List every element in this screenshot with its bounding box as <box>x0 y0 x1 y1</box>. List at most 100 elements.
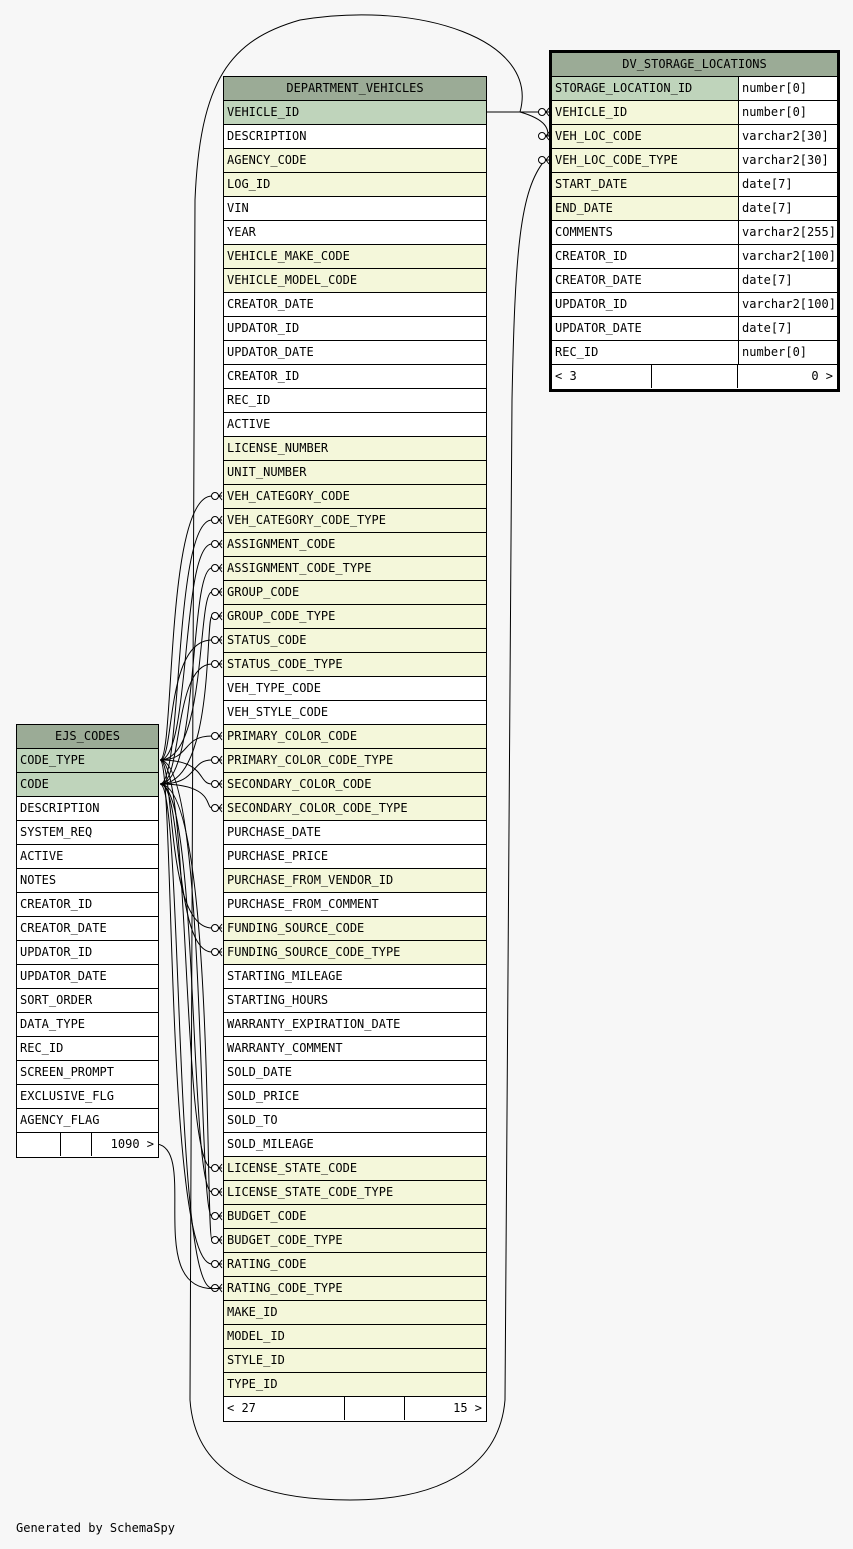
column-row[interactable]: CODE_TYPE <box>17 749 158 773</box>
column-row[interactable]: TYPE_ID <box>224 1373 486 1397</box>
column-row[interactable]: STARTING_HOURS <box>224 989 486 1013</box>
column-row[interactable]: CODE <box>17 773 158 797</box>
column-row[interactable]: ASSIGNMENT_CODE_TYPE <box>224 557 486 581</box>
column-row[interactable]: YEAR <box>224 221 486 245</box>
children-count[interactable]: 1090 > <box>110 1137 154 1151</box>
column-row[interactable]: UNIT_NUMBER <box>224 461 486 485</box>
column-row[interactable]: STARTING_MILEAGE <box>224 965 486 989</box>
column-row[interactable]: ASSIGNMENT_CODE <box>224 533 486 557</box>
column-row[interactable]: DESCRIPTION <box>17 797 158 821</box>
column-row[interactable]: REC_ID <box>17 1037 158 1061</box>
column-row[interactable]: VEH_STYLE_CODE <box>224 701 486 725</box>
column-row[interactable]: SOLD_TO <box>224 1109 486 1133</box>
column-row[interactable]: STATUS_CODE <box>224 629 486 653</box>
column-row[interactable]: FUNDING_SOURCE_CODE <box>224 917 486 941</box>
column-row[interactable]: SORT_ORDER <box>17 989 158 1013</box>
column-row[interactable]: ACTIVE <box>17 845 158 869</box>
column-row[interactable]: DATA_TYPE <box>17 1013 158 1037</box>
column-row[interactable]: SCREEN_PROMPT <box>17 1061 158 1085</box>
column-row[interactable]: WARRANTY_EXPIRATION_DATE <box>224 1013 486 1037</box>
column-type: date[7] <box>738 173 837 196</box>
column-row[interactable]: SOLD_MILEAGE <box>224 1133 486 1157</box>
column-row[interactable]: ACTIVE <box>224 413 486 437</box>
parents-count[interactable]: < 27 <box>224 1397 345 1420</box>
column-row[interactable]: LICENSE_STATE_CODE <box>224 1157 486 1181</box>
parents-count[interactable] <box>17 1133 61 1156</box>
column-row[interactable]: PURCHASE_DATE <box>224 821 486 845</box>
column-row[interactable]: STATUS_CODE_TYPE <box>224 653 486 677</box>
table-header[interactable]: DV_STORAGE_LOCATIONS <box>552 53 837 77</box>
column-row[interactable]: VEHICLE_ID <box>224 101 486 125</box>
column-row[interactable]: UPDATOR_ID <box>17 941 158 965</box>
column-row[interactable]: RATING_CODE_TYPE <box>224 1277 486 1301</box>
column-row[interactable]: FUNDING_SOURCE_CODE_TYPE <box>224 941 486 965</box>
column-row[interactable]: VEHICLE_MODEL_CODE <box>224 269 486 293</box>
column-row[interactable]: AGENCY_FLAG <box>17 1109 158 1133</box>
column-row[interactable]: VEHICLE_MAKE_CODE <box>224 245 486 269</box>
column-row[interactable]: EXCLUSIVE_FLG <box>17 1085 158 1109</box>
column-row[interactable]: LOG_ID <box>224 173 486 197</box>
column-row[interactable]: PURCHASE_FROM_COMMENT <box>224 893 486 917</box>
column-row[interactable]: PURCHASE_FROM_VENDOR_ID <box>224 869 486 893</box>
column-row[interactable]: CREATOR_DATE <box>17 917 158 941</box>
column-row[interactable]: UPDATOR_ID <box>224 317 486 341</box>
column-row[interactable]: SOLD_DATE <box>224 1061 486 1085</box>
column-row[interactable]: PURCHASE_PRICE <box>224 845 486 869</box>
column-row[interactable]: SECONDARY_COLOR_CODE_TYPE <box>224 797 486 821</box>
children-count[interactable]: 15 > <box>453 1401 482 1415</box>
column-row[interactable]: PRIMARY_COLOR_CODE <box>224 725 486 749</box>
column-row[interactable]: STYLE_ID <box>224 1349 486 1373</box>
column-row[interactable]: GROUP_CODE <box>224 581 486 605</box>
column-row[interactable]: GROUP_CODE_TYPE <box>224 605 486 629</box>
column-row[interactable]: MODEL_ID <box>224 1325 486 1349</box>
column-row[interactable]: UPDATOR_DATE <box>224 341 486 365</box>
column-row[interactable]: VIN <box>224 197 486 221</box>
column-row[interactable]: UPDATOR_DATE <box>17 965 158 989</box>
column-row[interactable]: RATING_CODE <box>224 1253 486 1277</box>
column-row[interactable]: VEH_CATEGORY_CODE <box>224 485 486 509</box>
column-row[interactable]: CREATOR_DATE <box>224 293 486 317</box>
column-row[interactable]: CREATOR_ID <box>17 893 158 917</box>
column-row[interactable]: DESCRIPTION <box>224 125 486 149</box>
column-row[interactable]: NOTES <box>17 869 158 893</box>
column-row[interactable]: REC_ID <box>224 389 486 413</box>
column-row[interactable]: VEH_CATEGORY_CODE_TYPE <box>224 509 486 533</box>
column-row[interactable]: LICENSE_NUMBER <box>224 437 486 461</box>
column-row[interactable]: WARRANTY_COMMENT <box>224 1037 486 1061</box>
column-row[interactable]: AGENCY_CODE <box>224 149 486 173</box>
column-row[interactable]: SECONDARY_COLOR_CODE <box>224 773 486 797</box>
column-name: PURCHASE_PRICE <box>227 849 329 863</box>
column-row[interactable]: MAKE_ID <box>224 1301 486 1325</box>
children-count[interactable]: 0 > <box>811 369 833 383</box>
column-row[interactable]: SYSTEM_REQ <box>17 821 158 845</box>
foreign-key-edge <box>159 591 222 761</box>
column-type: number[0] <box>738 77 837 100</box>
column-row[interactable]: LICENSE_STATE_CODE_TYPE <box>224 1181 486 1205</box>
column-row[interactable]: SOLD_PRICE <box>224 1085 486 1109</box>
column-row[interactable]: BUDGET_CODE <box>224 1205 486 1229</box>
column-row[interactable]: CREATOR_ID <box>224 365 486 389</box>
table-header[interactable]: EJS_CODES <box>17 725 158 749</box>
parents-count[interactable]: < 3 <box>552 365 652 388</box>
column-name: UNIT_NUMBER <box>227 465 307 479</box>
column-name: STATUS_CODE_TYPE <box>227 657 343 671</box>
dv-storage-locations-table[interactable]: DV_STORAGE_LOCATIONS STORAGE_LOCATION_ID… <box>549 50 840 392</box>
table-header[interactable]: DEPARTMENT_VEHICLES <box>224 77 486 101</box>
column-row[interactable]: VEH_TYPE_CODE <box>224 677 486 701</box>
column-row[interactable]: PRIMARY_COLOR_CODE_TYPE <box>224 749 486 773</box>
column-row[interactable]: BUDGET_CODE_TYPE <box>224 1229 486 1253</box>
